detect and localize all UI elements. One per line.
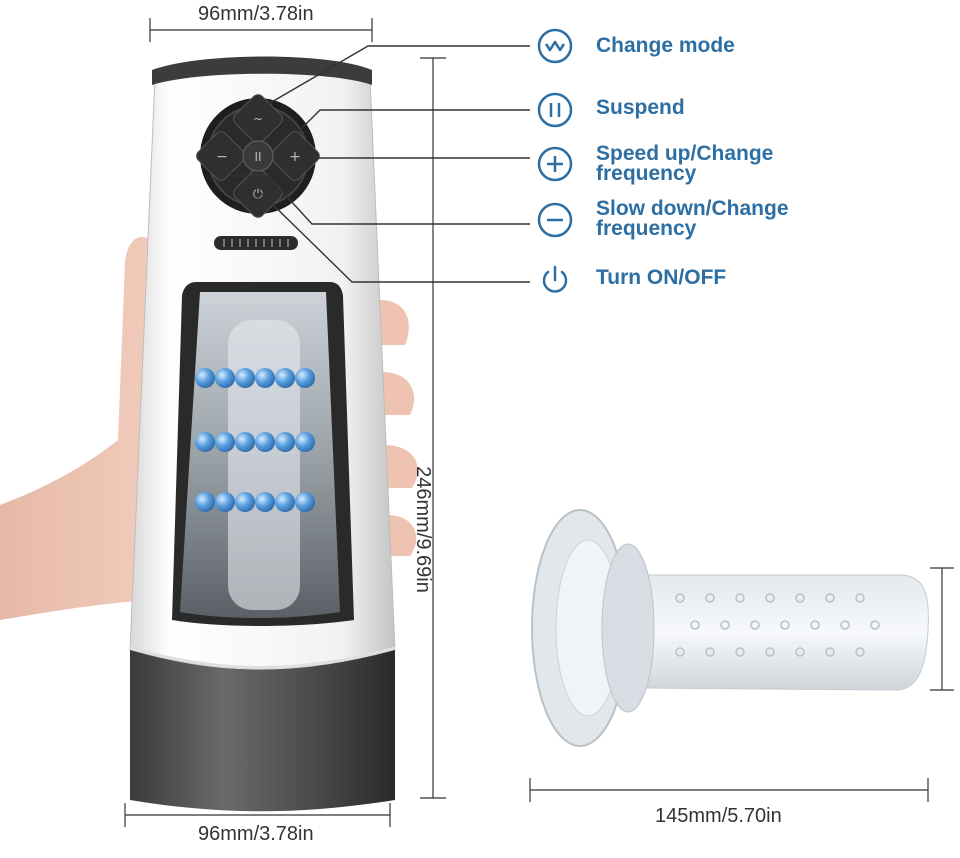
power-icon — [542, 265, 568, 293]
svg-text:~: ~ — [253, 112, 263, 126]
grille — [214, 236, 298, 250]
top-width-label: 96mm/3.78in — [198, 3, 314, 25]
control-pad: ~ II − + ⏻ — [196, 94, 320, 218]
pause-icon — [537, 92, 573, 128]
bottom-width-label: 96mm/3.78in — [198, 823, 314, 845]
plus-icon — [537, 146, 573, 182]
feature-turn-on-off: Turn ON/OFF — [596, 266, 727, 289]
wave-icon — [537, 28, 573, 64]
beads — [195, 368, 315, 512]
dimension-lines — [124, 18, 954, 827]
minus-icon — [537, 202, 573, 238]
height-label: 246mm/9.69in — [411, 466, 434, 593]
svg-text:+: + — [289, 149, 301, 165]
feature-speed-up: Speed up/Change frequency — [596, 142, 774, 185]
feature-change-mode: Change mode — [596, 34, 735, 57]
sleeve — [531, 509, 929, 747]
callout-lines — [219, 45, 530, 283]
feature-slow-down: Slow down/Change frequency — [596, 197, 789, 240]
sleeve-length-label: 145mm/5.70in — [655, 805, 782, 827]
device-window — [172, 282, 354, 626]
hand — [0, 236, 418, 620]
device: ~ II − + ⏻ — [129, 56, 396, 812]
feature-suspend: Suspend — [596, 96, 685, 119]
svg-text:−: − — [216, 149, 228, 165]
svg-text:⏻: ⏻ — [253, 187, 263, 202]
svg-text:II: II — [254, 150, 261, 164]
